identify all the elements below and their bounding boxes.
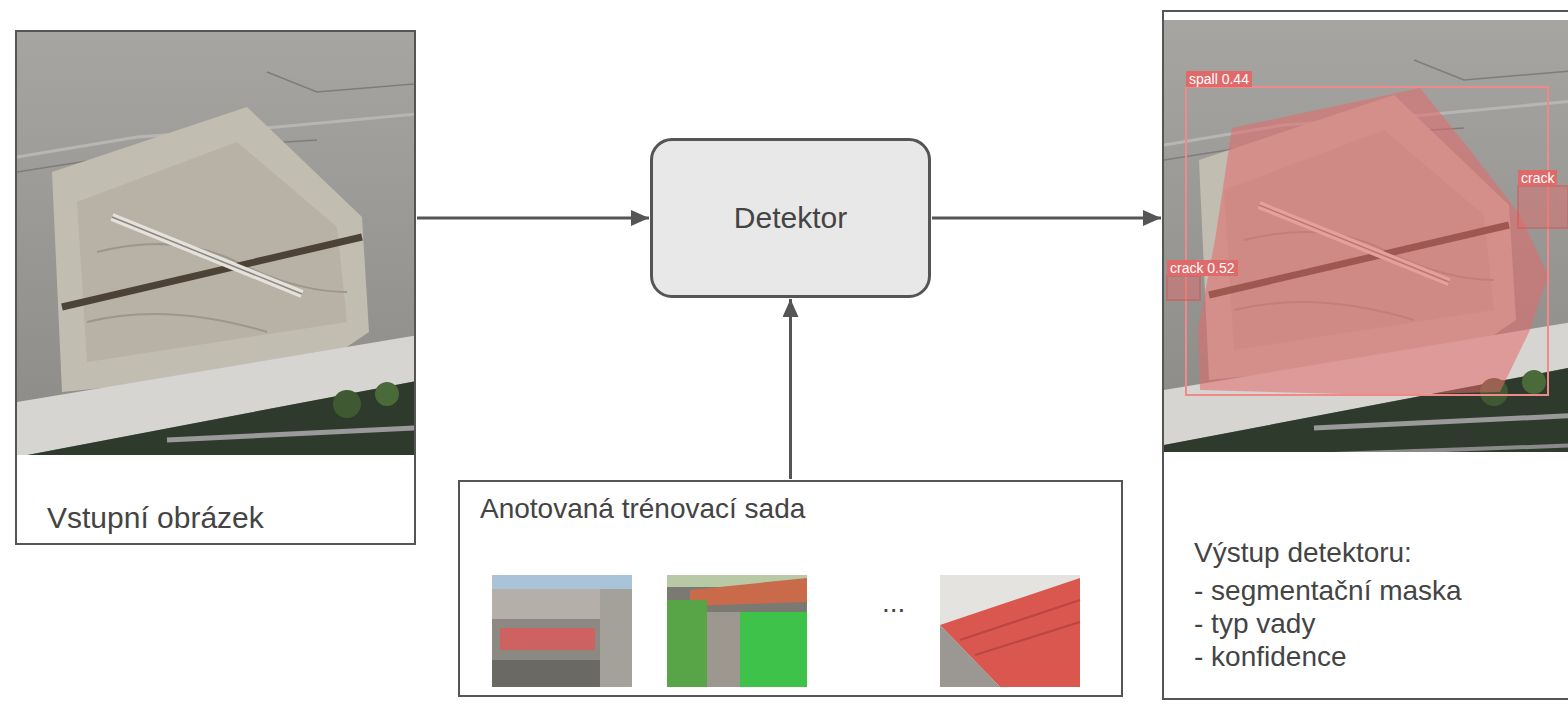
arrow-connector — [932, 217, 1161, 220]
drawing-part — [492, 575, 632, 687]
drawing-part — [960, 600, 1080, 640]
drawing-part — [740, 612, 807, 687]
input-photo — [17, 32, 414, 455]
bounding-box — [1186, 87, 1548, 395]
drawing-part — [940, 578, 1080, 687]
arrow-connector — [417, 217, 649, 220]
node-title: Výstup detektoru: — [1194, 536, 1412, 570]
output-box: Výstup detektoru: - segmentační maska- ty… — [1162, 10, 1568, 700]
class-tag: crack — [1518, 170, 1557, 186]
bounding-box — [1167, 276, 1200, 300]
node-text: - typ vady — [1194, 607, 1315, 641]
drawing-part — [667, 600, 707, 687]
node-title: Anotovaná trénovací sada — [480, 492, 805, 526]
drawing-part — [1164, 20, 1568, 452]
drawing-part — [492, 660, 600, 687]
training-thumbnails — [492, 575, 1080, 687]
node-title: Detektor — [734, 200, 847, 236]
drawing-part — [940, 575, 1080, 687]
drawing-part — [500, 628, 595, 650]
segmentation-mask — [1198, 88, 1548, 395]
drawing-part — [940, 625, 1000, 687]
class-tag: spall 0.44 — [1186, 71, 1252, 87]
training-set-box: Anotovaná trénovací sada... — [458, 480, 1123, 697]
class-tag: crack 0.52 — [1167, 260, 1238, 276]
node-title: Vstupní obrázek — [47, 500, 264, 536]
node-text: - konfidence — [1194, 640, 1347, 674]
detector-box: Detektor — [650, 138, 931, 298]
drawing-part — [690, 578, 807, 606]
bounding-box — [1518, 186, 1568, 228]
input-box: Vstupní obrázek — [15, 30, 416, 545]
drawing-part — [17, 32, 414, 455]
drawing-part — [600, 589, 632, 687]
node-text: - segmentační maska — [1194, 574, 1462, 608]
drawing-part — [707, 612, 740, 687]
arrow-connector — [789, 299, 792, 479]
output-photo — [1164, 20, 1568, 452]
node-text: ... — [882, 586, 905, 620]
drawing-part — [492, 575, 632, 589]
drawing-part — [975, 622, 1080, 655]
drawing-part — [667, 575, 807, 687]
